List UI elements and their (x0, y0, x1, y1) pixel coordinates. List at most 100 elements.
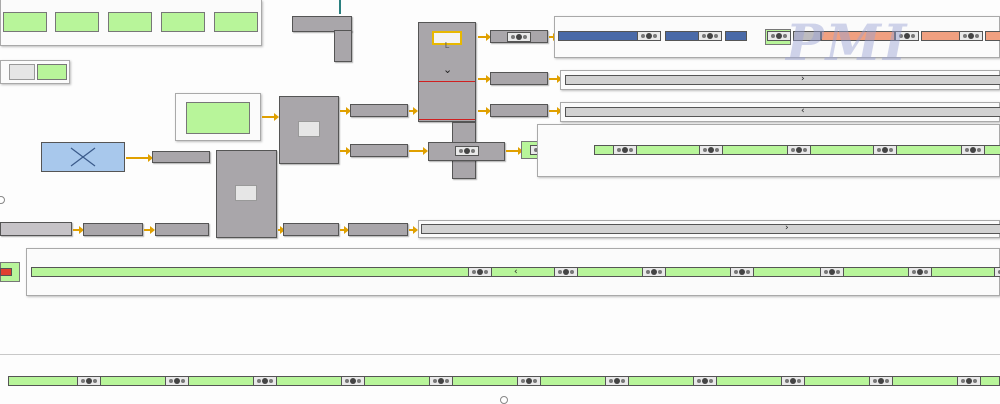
roller-l5 (820, 267, 844, 277)
roller-b2 (165, 376, 189, 386)
roller-m1 (613, 145, 637, 155)
machine-upper[interactable] (279, 96, 339, 164)
blue-segment-3[interactable] (725, 31, 747, 41)
station-green[interactable] (37, 64, 67, 80)
grey-line-3[interactable] (565, 107, 1000, 117)
blue-segment-1[interactable] (558, 31, 638, 41)
l-transfer-vertical[interactable] (334, 30, 352, 62)
roller-l7 (994, 267, 1000, 277)
buffer-belt-3[interactable] (490, 104, 548, 117)
arrow-m1-b2 (340, 147, 351, 155)
red-line-1 (419, 81, 475, 82)
line-panel-top (554, 16, 1000, 58)
roller-m5 (961, 145, 985, 155)
direction-left-3: ‹ (801, 106, 805, 116)
arrow-to-cross (409, 147, 428, 155)
small-station (0, 60, 70, 84)
buffer-belt-1[interactable] (490, 30, 548, 43)
arrow-elev-r2 (478, 75, 491, 83)
arrow-elev-r3 (478, 107, 491, 115)
slot-3[interactable] (108, 12, 152, 32)
elevator-down-icon: ⌄ (443, 63, 453, 76)
roller-b9 (781, 376, 805, 386)
arrow-buffer-2 (549, 75, 562, 83)
arrow-elev-in (409, 107, 418, 115)
green-monitor[interactable] (186, 102, 250, 134)
machine-lower-window (235, 185, 257, 201)
red-line-2 (419, 119, 475, 120)
roller-t2 (698, 31, 722, 41)
station-indicator[interactable] (9, 64, 35, 80)
slot-2[interactable] (55, 12, 99, 32)
cross-horizontal[interactable] (428, 142, 505, 161)
bottom-rule (0, 354, 1000, 355)
arrow-row-c (278, 226, 285, 234)
watermark-logo: PMI (786, 13, 909, 72)
red-indicator (0, 268, 12, 276)
grey-segment-top[interactable] (793, 31, 821, 41)
belt-to-elevator-1[interactable] (350, 104, 408, 117)
belt-row-a[interactable] (0, 222, 72, 236)
salmon-segment-1[interactable] (821, 31, 895, 41)
belt-row-b[interactable] (83, 223, 143, 236)
left-dot-1 (0, 196, 5, 204)
slot-5[interactable] (214, 12, 258, 32)
roller-l1 (468, 267, 492, 277)
roller-m2 (699, 145, 723, 155)
roller-l6 (908, 267, 932, 277)
green-line-lower[interactable]: ‹ (31, 267, 1000, 277)
roller-b3 (253, 376, 277, 386)
line-panel-3: ‹ (560, 102, 1000, 122)
roller-b8 (693, 376, 717, 386)
roller-t4 (895, 31, 919, 41)
roller-b7 (605, 376, 629, 386)
arrow-row-e (409, 226, 418, 234)
arrow-m1-b1 (340, 107, 351, 115)
roller-t1 (637, 31, 661, 41)
green-line-mid[interactable] (594, 145, 1000, 155)
bottom-dot (500, 396, 508, 404)
green-line-panel-mid (537, 124, 1000, 177)
belt-row-e[interactable] (348, 223, 408, 236)
roller-b4 (341, 376, 365, 386)
roller-l2 (554, 267, 578, 277)
short-belt-1[interactable] (152, 151, 210, 163)
salmon-segment-2[interactable] (921, 31, 961, 41)
roller-m4 (873, 145, 897, 155)
blue-x-box[interactable] (41, 142, 125, 172)
roller-t3 (767, 31, 791, 41)
slot-1[interactable] (3, 12, 47, 32)
green-line-bottom[interactable] (8, 376, 1000, 386)
arrow-monitor (262, 113, 279, 121)
green-monitor-panel (175, 93, 261, 141)
machine-upper-window (298, 121, 320, 137)
buffer-roller-1 (507, 32, 531, 42)
belt-row-c[interactable] (155, 223, 209, 236)
salmon-segment-3[interactable] (985, 31, 1000, 41)
roller-b1 (77, 376, 101, 386)
arrow-row-a (73, 226, 84, 234)
elevator-marker-label: L (444, 41, 450, 50)
cross-roller (455, 146, 479, 156)
belt-row-d[interactable] (283, 223, 339, 236)
blue-segment-2[interactable] (665, 31, 699, 41)
buffer-belt-2[interactable] (490, 72, 548, 85)
roller-b6 (517, 376, 541, 386)
teal-connector (339, 0, 341, 14)
roller-l3 (642, 267, 666, 277)
belt-to-elevator-2[interactable] (350, 144, 408, 157)
grey-line-2[interactable] (565, 75, 1000, 85)
roller-b10 (869, 376, 893, 386)
roller-b5 (429, 376, 453, 386)
green-line-panel-lower: ‹ (26, 248, 1000, 296)
elevator-top-marker[interactable]: L (432, 31, 462, 50)
roller-t5 (959, 31, 983, 41)
long-grey-line[interactable] (421, 224, 1000, 234)
arrow-row-b (144, 226, 155, 234)
machine-lower[interactable] (216, 150, 277, 238)
lower-left-node[interactable] (0, 262, 20, 282)
l-transfer-horizontal[interactable] (292, 16, 352, 32)
arrow-cross-out (506, 147, 523, 155)
elevator-column[interactable]: L ⌄ (418, 22, 476, 122)
slot-4[interactable] (161, 12, 205, 32)
